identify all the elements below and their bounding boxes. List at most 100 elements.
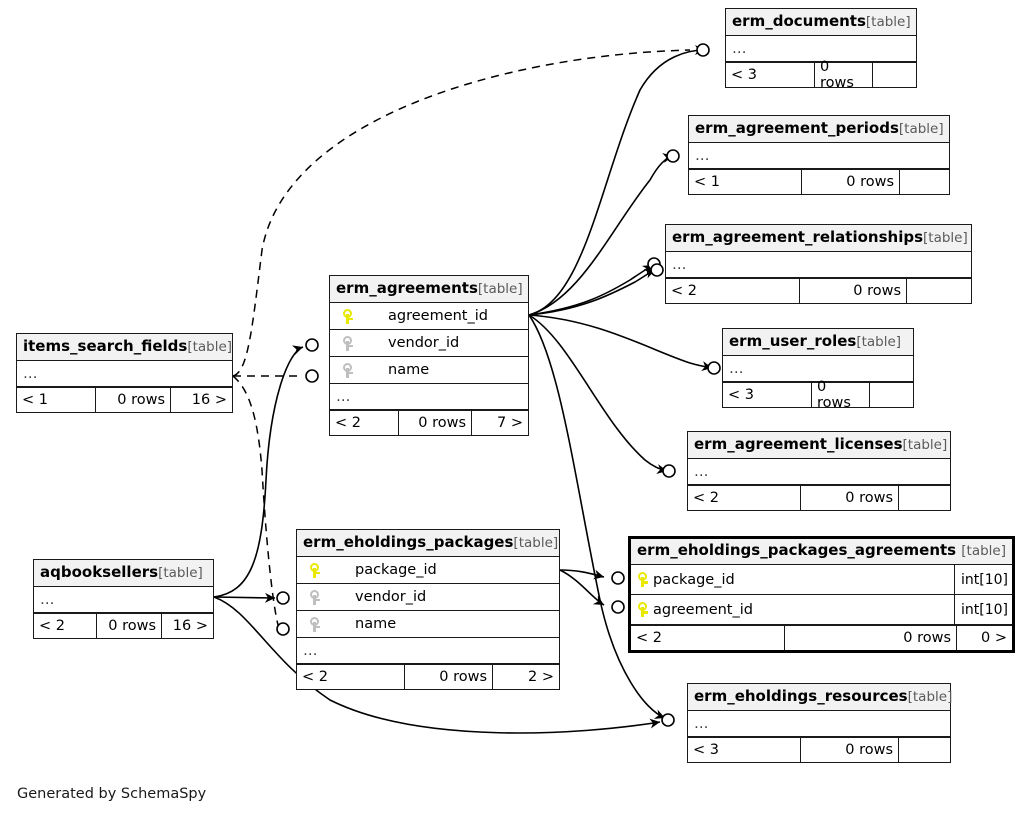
footer-rows: 0 rows [96, 614, 161, 638]
table-tag: [table] [961, 543, 1006, 559]
column-type: int[10] [954, 595, 1012, 624]
table-erm_user_roles[interactable]: erm_user_roles[table] … < 3 0 rows [722, 328, 914, 411]
table-ellipsis-row: … [17, 361, 232, 387]
key-icon-foreign [297, 589, 331, 605]
table-title: erm_eholdings_packages [303, 533, 514, 551]
key-icon-primary [297, 562, 331, 578]
table-erm_documents[interactable]: erm_documents[table] … < 3 0 rows [725, 8, 917, 91]
table-ellipsis-row: … [330, 384, 528, 410]
table-title: items_search_fields [23, 337, 188, 355]
table-tag: [table] [902, 437, 948, 453]
footer-credit: Generated by SchemaSpy [17, 786, 207, 802]
table-tag: [table] [923, 230, 968, 246]
table-row[interactable]: name [297, 611, 559, 638]
table-erm_agreements[interactable]: erm_agreements[table] agreement_id vendo… [329, 275, 529, 436]
footer-parents: < 2 [39, 618, 65, 634]
table-footer: < 1 0 rows [689, 169, 949, 194]
column-name: agreement_id [653, 601, 753, 618]
footer-rows: 0 rows [404, 665, 492, 689]
key-icon-primary [631, 572, 653, 587]
table-header: erm_agreements[table] [330, 276, 528, 303]
table-title: erm_eholdings_packages_agreements [637, 541, 957, 559]
table-footer: < 3 0 rows [688, 737, 950, 762]
ellipsis-text: … [694, 463, 709, 480]
table-items_search_fields[interactable]: items_search_fields[table] … < 1 0 rows … [16, 333, 233, 413]
table-erm_eholdings_packages[interactable]: erm_eholdings_packages[table] package_id… [296, 529, 560, 690]
footer-parents: < 2 [671, 283, 697, 299]
table-tag: [table] [907, 689, 953, 705]
footer-children [898, 486, 950, 510]
footer-children: 7 > [471, 411, 528, 435]
table-tag: [table] [513, 535, 559, 551]
table-row[interactable]: agreement_id [330, 303, 528, 330]
table-ellipsis-row: … [666, 252, 971, 278]
table-erm_eholdings_packages_agreements[interactable]: erm_eholdings_packages_agreements[table]… [628, 536, 1015, 653]
table-ellipsis-row: … [726, 36, 916, 62]
table-footer: < 2 0 rows 0 > [631, 625, 1012, 650]
table-tag: [table] [856, 334, 902, 350]
table-header: erm_agreement_licenses[table] [688, 432, 950, 459]
footer-children: 0 > [956, 626, 1012, 650]
table-ellipsis-row: … [723, 356, 913, 382]
table-tag: [table] [187, 339, 233, 355]
table-erm_agreement_periods[interactable]: erm_agreement_periods[table] … < 1 0 row… [688, 115, 950, 195]
table-title: erm_user_roles [729, 332, 857, 350]
footer-rows: 0 rows [801, 170, 899, 194]
table-title: erm_agreement_periods [695, 119, 899, 137]
footer-children: 16 > [161, 614, 213, 638]
table-footer: < 3 0 rows [726, 59, 916, 91]
column-name: agreement_id [388, 308, 488, 324]
column-name: name [355, 616, 397, 632]
footer-children: 2 > [492, 665, 559, 689]
footer-rows: 0 rows [95, 388, 170, 412]
table-erm_eholdings_resources[interactable]: erm_eholdings_resources[table] … < 3 0 r… [687, 683, 953, 763]
footer-children [872, 63, 916, 87]
table-ellipsis-row: … [34, 587, 213, 613]
table-row[interactable]: package_id int[10] [631, 565, 1012, 595]
table-header: erm_agreement_periods[table] [689, 116, 949, 143]
table-title: erm_documents [732, 12, 866, 30]
table-row[interactable]: vendor_id [330, 330, 528, 357]
table-row[interactable]: agreement_id int[10] [631, 595, 1012, 625]
footer-parents: < 2 [636, 630, 662, 646]
footer-parents: < 1 [694, 174, 720, 190]
ellipsis-text: … [729, 360, 744, 377]
footer-children [899, 170, 949, 194]
table-row[interactable]: name [330, 357, 528, 384]
table-title: aqbooksellers [40, 563, 159, 581]
table-erm_agreement_licenses[interactable]: erm_agreement_licenses[table] … < 2 0 ro… [687, 431, 951, 511]
table-ellipsis-row: … [688, 711, 950, 737]
table-aqbooksellers[interactable]: aqbooksellers[table] … < 2 0 rows 16 > [33, 559, 214, 639]
footer-parents: < 3 [731, 67, 757, 83]
footer-rows: 0 rows [799, 279, 906, 303]
table-header: erm_eholdings_packages_agreements[table] [631, 539, 1012, 565]
footer-parents: < 2 [335, 415, 361, 431]
footer-children [869, 383, 913, 407]
column-name: vendor_id [355, 589, 427, 605]
table-header: erm_eholdings_packages[table] [297, 530, 559, 557]
table-header: erm_eholdings_resources[table] [688, 684, 953, 711]
column-type: int[10] [954, 565, 1012, 594]
table-title: erm_agreement_licenses [694, 435, 903, 453]
table-title: erm_eholdings_resources [694, 687, 908, 705]
ellipsis-text: … [23, 365, 38, 382]
table-tag: [table] [898, 121, 944, 137]
column-name: name [388, 362, 430, 378]
table-row[interactable]: package_id [297, 557, 559, 584]
ellipsis-text: … [40, 591, 55, 608]
table-erm_agreement_relationships[interactable]: erm_agreement_relationships[table] … < 2… [665, 224, 972, 304]
footer-rows: 0 rows [800, 486, 898, 510]
ellipsis-text: … [732, 40, 747, 57]
table-tag: [table] [158, 565, 203, 581]
footer-rows: 0 rows [800, 738, 898, 762]
footer-parents: < 3 [728, 387, 754, 403]
key-icon-foreign [330, 335, 364, 351]
column-name: package_id [355, 562, 437, 578]
footer-rows: 0 rows [784, 626, 956, 650]
table-header: erm_user_roles[table] [723, 329, 913, 356]
table-row[interactable]: vendor_id [297, 584, 559, 611]
ellipsis-text: … [303, 642, 318, 659]
ellipsis-text: … [695, 147, 710, 164]
table-footer: < 2 0 rows [688, 485, 950, 510]
